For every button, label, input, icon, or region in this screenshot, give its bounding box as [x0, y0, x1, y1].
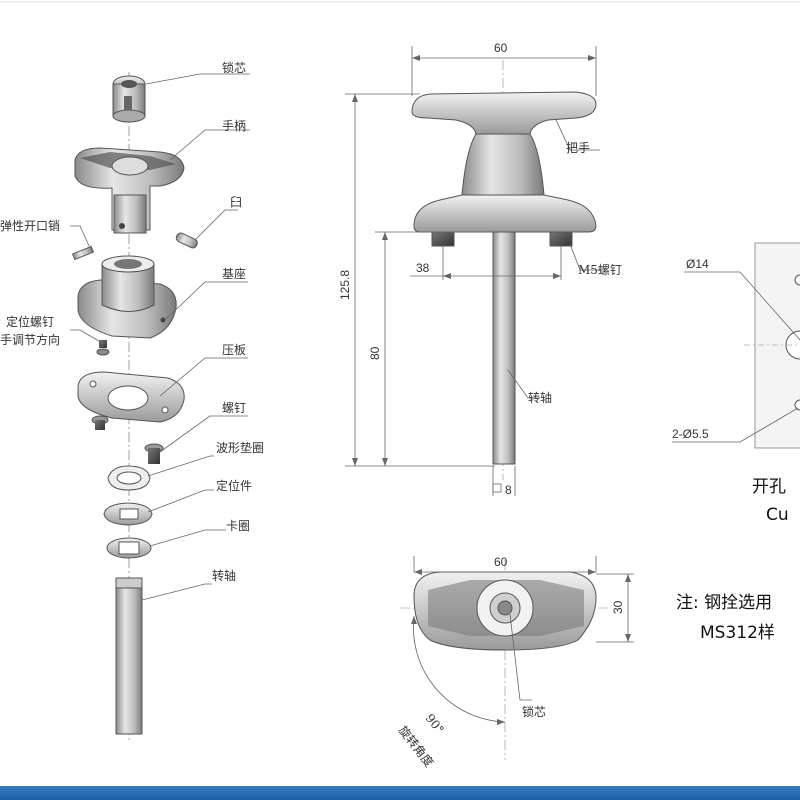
cutout-view: Ø14 2-Ø5.5 开孔 Cu	[672, 242, 800, 525]
cutout-hole-dim: Ø14	[686, 257, 709, 271]
label-handle: 手柄	[222, 119, 246, 133]
handle-part	[74, 147, 185, 234]
top-height-dim: 30	[611, 600, 625, 614]
label-screw: 螺钉	[222, 401, 246, 415]
label-adjust-direction: 手调节方向	[0, 332, 60, 347]
side-shaft	[492, 231, 516, 465]
top-view: 60 30 90° 旋转角度 锁芯	[396, 555, 634, 770]
pin-part	[71, 245, 95, 261]
label-circlip: 卡圈	[226, 519, 250, 533]
base-part	[77, 255, 177, 339]
label-wave-washer: 波形垫圈	[216, 440, 264, 455]
side-screw-label: M5螺钉	[578, 263, 622, 277]
positioning-piece-part	[103, 502, 153, 526]
side-height-dim: 125.8	[338, 270, 352, 300]
side-square-dim: 8	[505, 483, 512, 497]
side-hole-spacing-dim: 38	[416, 261, 430, 275]
note-line-1: 注: 钢拴选用	[676, 593, 772, 613]
label-set-screw: 定位螺钉	[6, 314, 54, 329]
note: 注: 钢拴选用 MS312样	[676, 593, 775, 643]
label-elastic-pin: 弹性开口销	[0, 219, 60, 233]
note-line-2: MS312样	[700, 623, 775, 643]
label-shaft: 转轴	[212, 568, 236, 583]
exploded-view: 锁芯 手柄 弹性开口销 臼 基座 定位螺钉 手调节方向 压板 螺钉 波形垫圈 定…	[0, 60, 264, 740]
side-view: 60 125.8 80 38 8 把手 M5螺钉 转轴	[338, 41, 622, 497]
side-width-dim: 60	[494, 41, 508, 55]
side-shaft-label: 转轴	[528, 390, 552, 405]
top-lock-core-label: 锁芯	[522, 704, 546, 719]
side-grip	[411, 91, 597, 135]
side-shaft-dim: 80	[368, 346, 382, 360]
mortar-part	[175, 232, 198, 249]
cutout-title-cn: 开孔	[752, 477, 786, 497]
cutout-title-en: Cu	[766, 505, 789, 525]
set-screw-part	[96, 340, 110, 356]
screw-part-left	[91, 415, 109, 430]
cutout-screw-dim: 2-Ø5.5	[672, 427, 709, 441]
leader-lines	[70, 73, 250, 601]
top-width-dim: 60	[494, 555, 508, 569]
press-plate-part	[77, 371, 185, 423]
label-mortar: 臼	[230, 194, 242, 209]
wave-washer-part	[107, 465, 151, 491]
bottom-bar	[0, 786, 800, 800]
side-handle-label: 把手	[566, 141, 590, 155]
lock-core-part	[112, 75, 146, 123]
label-positioning-piece: 定位件	[216, 478, 252, 493]
circlip-part	[106, 537, 152, 559]
label-lock-core: 锁芯	[222, 60, 246, 75]
label-base: 基座	[222, 266, 246, 281]
screw-part-right	[144, 443, 164, 464]
label-press-plate: 压板	[222, 343, 246, 357]
shaft-part	[115, 577, 143, 735]
top-angle: 90°	[423, 711, 447, 736]
